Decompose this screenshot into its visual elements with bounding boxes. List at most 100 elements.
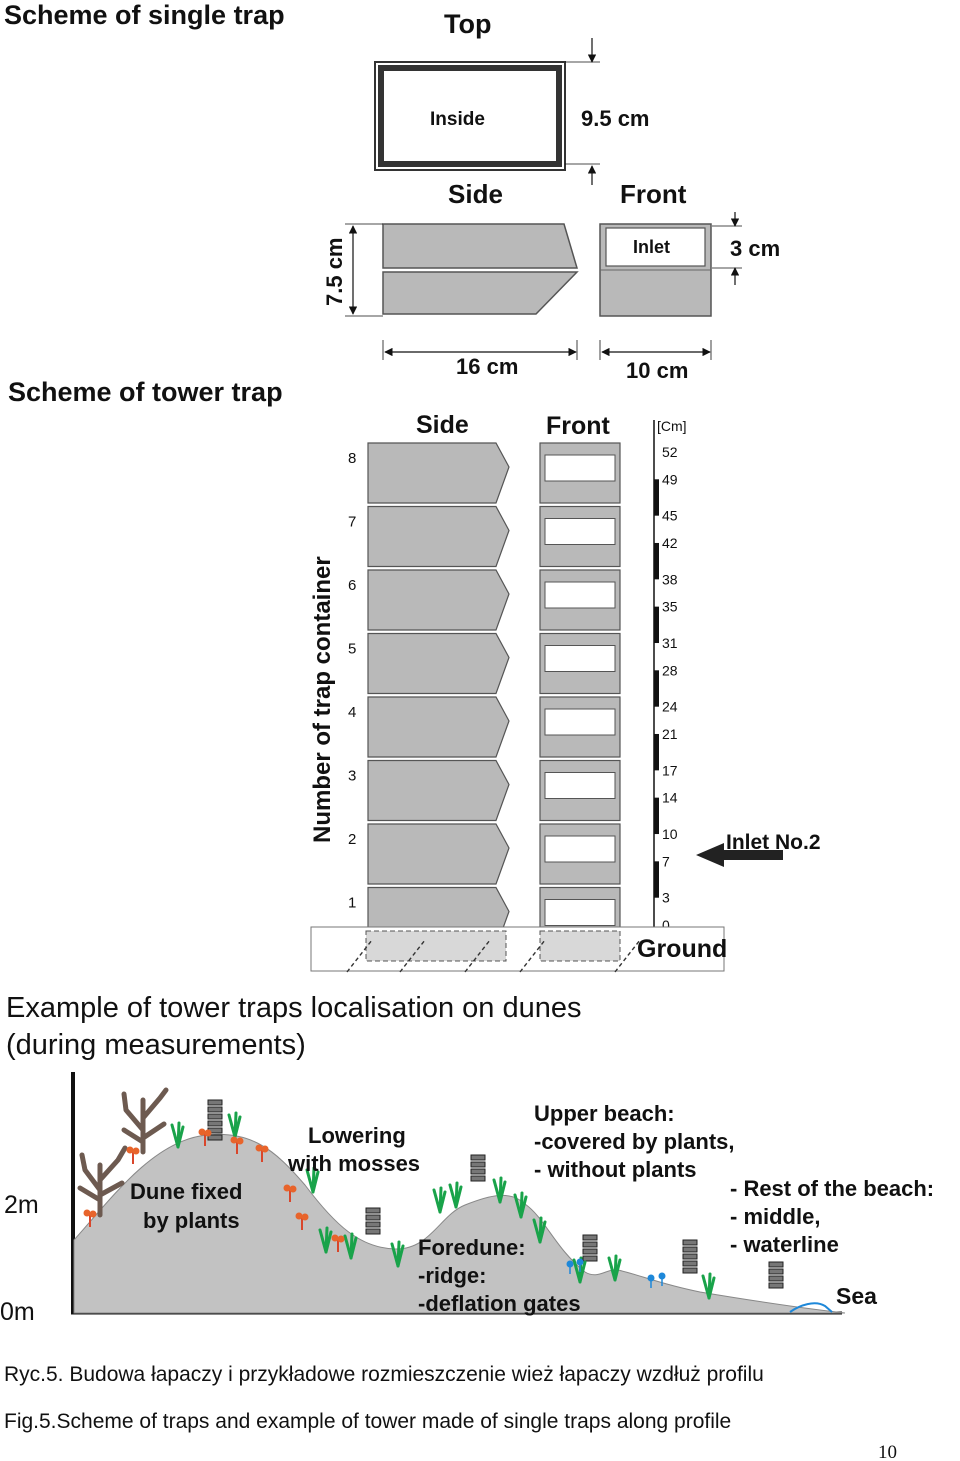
tower-icon: [470, 1154, 486, 1182]
tower-front-inlet: [544, 899, 616, 926]
rest-beach-line3: - waterline: [730, 1232, 839, 1257]
tower-front-inlet: [544, 518, 616, 545]
scale-value: 31: [662, 635, 678, 651]
dim-side-width-label: 16 cm: [456, 354, 518, 379]
tower-front-label: Front: [546, 412, 611, 440]
flower-icon: [126, 1146, 140, 1164]
grass-icon: [448, 1181, 463, 1209]
tower-icon: [582, 1234, 598, 1262]
scale-value: 7: [662, 853, 670, 869]
grass-markers: [170, 1111, 716, 1300]
moss-icon: [566, 1260, 574, 1274]
grass-icon: [701, 1272, 716, 1300]
scale-value: 52: [662, 444, 678, 460]
lowering-line2: with mosses: [287, 1151, 420, 1176]
page-number: 10: [878, 1442, 897, 1461]
grass-icon: [343, 1232, 358, 1260]
single-trap-side-upper: [382, 223, 579, 269]
tower-side-container: [367, 696, 510, 758]
scale-value: 3: [662, 890, 670, 906]
lowering-line1: Lowering: [308, 1123, 406, 1148]
foredune-line1: Foredune:: [418, 1235, 526, 1260]
scale-value: 24: [662, 699, 678, 715]
dune-fixed-line1: Dune fixed: [130, 1179, 242, 1204]
foredune-line3: -deflation gates: [418, 1291, 581, 1316]
scale-segment: [654, 733, 659, 771]
tower-icon: [768, 1261, 784, 1289]
flower-icon: [295, 1212, 309, 1230]
scale-value: 28: [662, 662, 678, 678]
tower-trap-scheme: Scheme of tower trap Side Front Number o…: [8, 377, 821, 973]
single-trap-side-lower: [382, 271, 579, 315]
tower-front-inlet: [544, 454, 616, 482]
grass-icon: [227, 1111, 242, 1139]
container-number: 5: [348, 641, 356, 658]
shrub-icon: [121, 1087, 169, 1155]
dune-example: Example of tower traps localisation on d…: [0, 992, 934, 1326]
flower-icon: [331, 1234, 345, 1252]
tower-front-inlet: [544, 645, 616, 672]
dim-front-width-label: 10 cm: [626, 358, 688, 383]
container-number: 6: [348, 577, 356, 594]
tower-side-container: [367, 759, 510, 822]
grass-icon: [492, 1176, 507, 1204]
rest-beach-line2: - middle,: [730, 1204, 820, 1229]
dune-example-title-line1: Example of tower traps localisation on d…: [6, 992, 581, 1024]
flower-icon: [198, 1128, 212, 1146]
tower-icon: [207, 1099, 223, 1141]
tower-front-inlet: [544, 835, 616, 863]
flower-icon: [83, 1209, 97, 1227]
upper-beach-line1: Upper beach:: [534, 1101, 675, 1126]
scale-value: 45: [662, 508, 678, 524]
container-number: 2: [348, 831, 356, 848]
scale-segment: [654, 479, 659, 516]
tower-trap-title: Scheme of tower trap: [8, 377, 283, 407]
top-view-label: Top: [444, 9, 491, 39]
tower-icon: [365, 1207, 381, 1235]
caption-english: Fig.5.Scheme of traps and example of tow…: [4, 1410, 731, 1433]
tower-side-container: [367, 505, 510, 568]
grass-icon: [432, 1186, 447, 1214]
scale-segment: [654, 606, 659, 644]
side-view-label: Side: [448, 179, 503, 209]
scale-value: 35: [662, 599, 678, 615]
grass-icon: [170, 1121, 185, 1149]
grass-icon: [305, 1166, 320, 1194]
scale-value: 38: [662, 571, 678, 587]
flower-icon: [230, 1136, 244, 1154]
buried-side-container: [365, 930, 507, 962]
inlet-pointer-label: Inlet No.2: [726, 831, 821, 854]
tower-side-container: [367, 632, 510, 695]
scale-value: 49: [662, 471, 678, 487]
flower-icon: [255, 1144, 269, 1162]
ground-label: Ground: [637, 935, 727, 963]
single-trap-title: Scheme of single trap: [4, 0, 285, 30]
inlet-pointer-arrow: [696, 843, 783, 867]
shrub-icon: [77, 1145, 128, 1218]
moss-icon: [576, 1258, 584, 1272]
scale-value: 14: [662, 790, 678, 806]
grass-icon: [390, 1240, 405, 1268]
y-label-0m: 0m: [0, 1298, 35, 1326]
dune-example-title-line2: (during measurements): [6, 1029, 306, 1061]
moss-icon: [658, 1272, 666, 1286]
flower-markers: [83, 1128, 345, 1252]
tower-markers: [207, 1099, 784, 1289]
scale-segment: [654, 797, 659, 835]
tower-icon: [682, 1239, 698, 1274]
tower-side-label: Side: [416, 411, 469, 439]
scale-segment: [654, 861, 659, 898]
container-number: 8: [348, 450, 356, 467]
container-number: 4: [348, 704, 356, 721]
upper-beach-line2: -covered by plants,: [534, 1129, 735, 1154]
moss-markers: [566, 1258, 666, 1288]
dune-fixed-line2: by plants: [143, 1208, 240, 1233]
grass-icon: [318, 1226, 333, 1254]
tower-side-container: [367, 569, 510, 631]
scale-unit-label: [Cm]: [657, 418, 687, 434]
dim-inlet-label: 3 cm: [730, 236, 780, 261]
grass-icon: [532, 1216, 547, 1244]
foredune-line2: -ridge:: [418, 1263, 486, 1288]
